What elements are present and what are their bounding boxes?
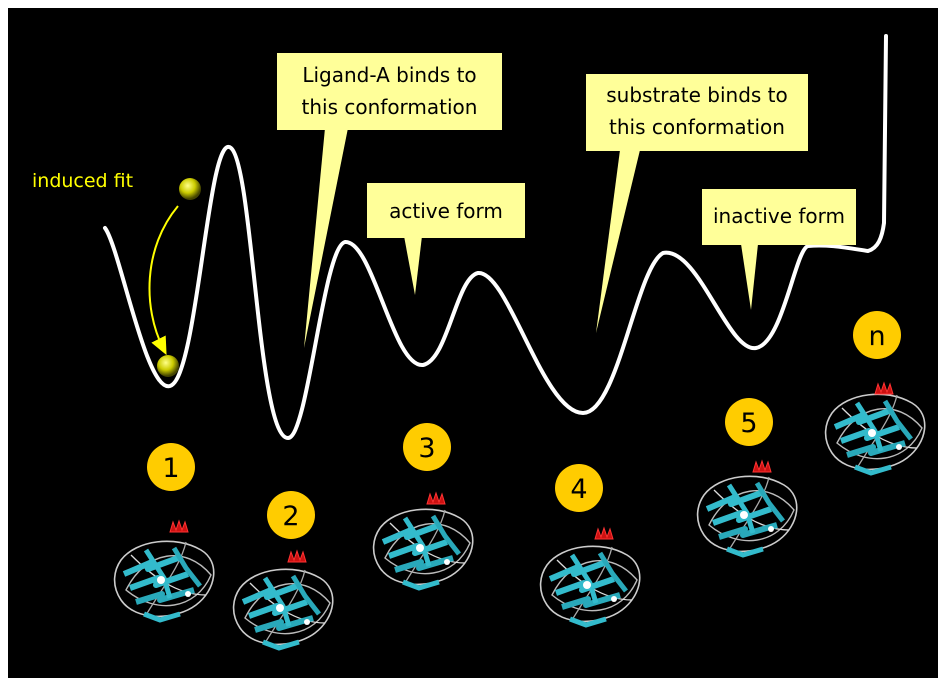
protein-structure-icon bbox=[698, 476, 797, 555]
state-badge-5: 5 bbox=[725, 398, 773, 446]
callout-active-form: active form bbox=[367, 183, 525, 295]
state-number: 2 bbox=[282, 501, 299, 532]
callout-ligand-line2: this conformation bbox=[302, 95, 478, 119]
state-badge-1: 1 bbox=[147, 443, 195, 491]
state-badge-2: 2 bbox=[267, 491, 315, 539]
energy-landscape-diagram: induced fit Ligand-A binds to this confo… bbox=[32, 34, 938, 678]
ligand-icon bbox=[287, 550, 307, 563]
state-badge-n: n bbox=[853, 311, 901, 359]
state-number: 3 bbox=[418, 433, 435, 464]
state-number: n bbox=[868, 321, 885, 352]
induced-fit-label: induced fit bbox=[32, 170, 133, 192]
protein-structure-icon bbox=[541, 546, 640, 625]
protein-structure-icon bbox=[115, 541, 214, 620]
state-number: 1 bbox=[162, 453, 179, 484]
callout-ligand-a: Ligand-A binds to this conformation bbox=[277, 53, 502, 348]
induced-fit-arrow bbox=[148, 205, 179, 356]
callout-inactive-form: inactive form bbox=[702, 189, 856, 310]
callout-active-label: active form bbox=[389, 199, 503, 223]
ligand-icon bbox=[426, 492, 446, 505]
ligand-icon bbox=[594, 527, 614, 540]
state-number: 4 bbox=[570, 474, 587, 505]
ball-icon bbox=[179, 178, 201, 200]
callout-ligand-line1: Ligand-A binds to bbox=[302, 63, 476, 87]
callout-inactive-label: inactive form bbox=[713, 204, 845, 228]
callout-substrate-line1: substrate binds to bbox=[606, 83, 788, 107]
ligand-icon bbox=[169, 520, 189, 533]
slide: induced fit Ligand-A binds to this confo… bbox=[8, 8, 938, 678]
state-number: 5 bbox=[740, 408, 757, 439]
protein-structure-icon bbox=[826, 394, 925, 473]
state-badge-4: 4 bbox=[555, 464, 603, 512]
callout-substrate: substrate binds to this conformation bbox=[586, 74, 808, 333]
state-badge-3: 3 bbox=[403, 423, 451, 471]
protein-structure-icon bbox=[374, 509, 473, 588]
energy-landscape-curve bbox=[103, 34, 888, 440]
ligand-icon bbox=[874, 382, 894, 395]
callout-substrate-line2: this conformation bbox=[609, 115, 785, 139]
protein-structure-icon bbox=[234, 569, 333, 648]
ball-icon bbox=[157, 355, 179, 377]
ligand-icon bbox=[752, 460, 772, 473]
